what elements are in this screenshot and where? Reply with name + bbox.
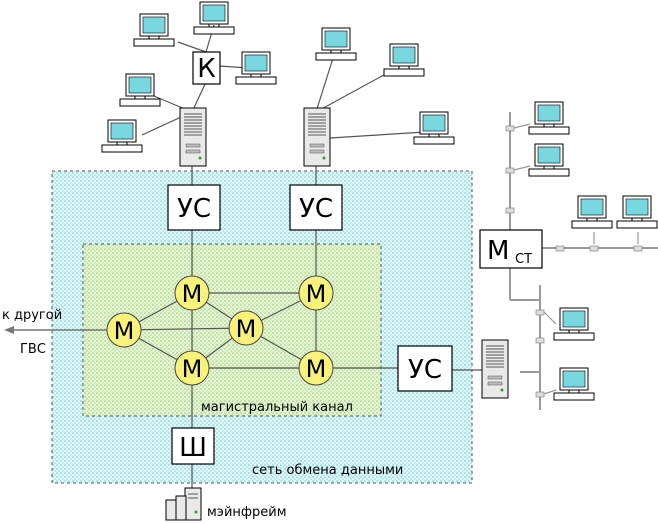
communication-node-right: УС <box>397 345 453 392</box>
switch-nodes: М М М М М М <box>106 275 334 386</box>
computer-icon <box>119 73 161 107</box>
computer-icon <box>133 13 175 47</box>
communication-node-center: УС <box>289 184 343 231</box>
switch-node: М <box>298 275 334 311</box>
switch-label: М <box>182 355 203 383</box>
computer-icon <box>413 111 455 145</box>
switch-label: М <box>306 280 327 308</box>
switch-label: М <box>306 355 327 383</box>
computer-icon <box>571 195 613 229</box>
other-network-label-line1: к другой <box>2 308 62 323</box>
concentrator-node: К <box>192 51 221 85</box>
computer-icon <box>383 43 425 77</box>
computer-icon <box>235 51 277 85</box>
communication-node-left: УС <box>167 184 221 231</box>
backbone-label: магистральный канал <box>201 400 353 415</box>
station-switch-main-label: М <box>487 236 509 266</box>
server-icon <box>303 107 331 167</box>
other-network-label-line2: ГВС <box>20 342 46 357</box>
station-switch-sub-label: СТ <box>515 252 532 267</box>
network-label: сеть обмена данными <box>252 463 403 478</box>
switch-node: М <box>228 310 264 346</box>
concentrator-label: К <box>197 54 215 84</box>
gateway-node: Ш <box>171 427 215 465</box>
station-switch-node: М СТ <box>479 229 543 269</box>
communication-node-label: УС <box>408 355 442 385</box>
mainframe-icon <box>165 487 202 521</box>
communication-node-label: УС <box>177 194 211 224</box>
external-link-arrow <box>4 326 108 334</box>
switch-node: М <box>174 350 210 386</box>
computer-icon <box>193 1 235 35</box>
computer-icon <box>553 367 595 401</box>
communication-node-label: УС <box>299 194 333 224</box>
server-icon <box>481 339 509 399</box>
switch-node: М <box>298 350 334 386</box>
switch-label: М <box>114 317 135 345</box>
computer-icon <box>101 119 143 153</box>
switch-node: М <box>106 312 142 348</box>
switch-label: М <box>182 280 203 308</box>
switch-label: М <box>236 315 257 343</box>
computer-icon <box>315 27 357 61</box>
server-icon <box>179 107 207 167</box>
gateway-label: Ш <box>179 433 207 463</box>
computer-icon <box>553 307 595 341</box>
mainframe-label: мэйнфрейм <box>207 505 287 520</box>
computer-icon <box>528 143 570 177</box>
computer-icon <box>528 101 570 135</box>
switch-node: М <box>174 275 210 311</box>
computer-icon <box>616 195 658 229</box>
